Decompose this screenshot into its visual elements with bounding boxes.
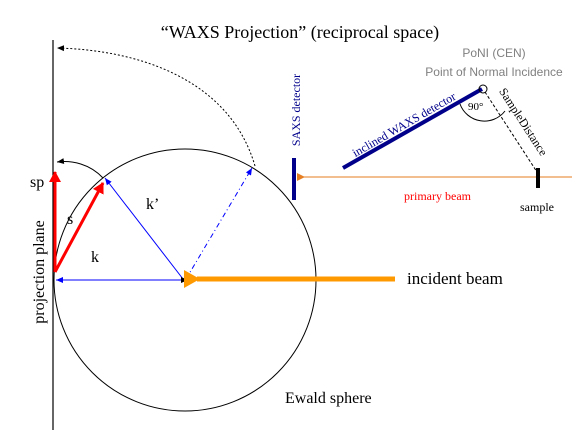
projection-arc-large [56, 45, 256, 167]
sample-distance-line [484, 91, 538, 173]
angle-90-label: 90° [468, 101, 483, 113]
poni-marker [478, 84, 488, 94]
k-prime-label: k’ [146, 196, 159, 213]
diagram-title: “WAXS Projection” (reciprocal space) [161, 22, 439, 43]
k-prime-vector [104, 177, 184, 280]
primary-beam-label: primary beam [404, 189, 472, 203]
poni-label-line2: Point of Normal Incidence [425, 65, 563, 79]
poni-label-line1: PoNI (CEN) [462, 46, 525, 60]
k-label: k [91, 249, 99, 266]
ewald-sphere-label: Ewald sphere [285, 390, 372, 407]
k-prime-projection-line [185, 167, 253, 280]
sample-label: sample [520, 200, 554, 214]
projection-plane-label: projection plane [31, 220, 48, 324]
sp-label: sp [30, 174, 44, 191]
projection-arc-small [56, 158, 104, 179]
saxs-detector-label: SAXS detector [289, 74, 303, 146]
inclined-waxs-detector-bar [342, 87, 483, 170]
s-label: s [67, 211, 73, 228]
right-angle-arc [459, 103, 506, 122]
inclined-waxs-detector-label: inclined WAXS detector [350, 89, 458, 160]
incident-beam-label: incident beam [407, 269, 503, 288]
s-vector [53, 182, 105, 273]
